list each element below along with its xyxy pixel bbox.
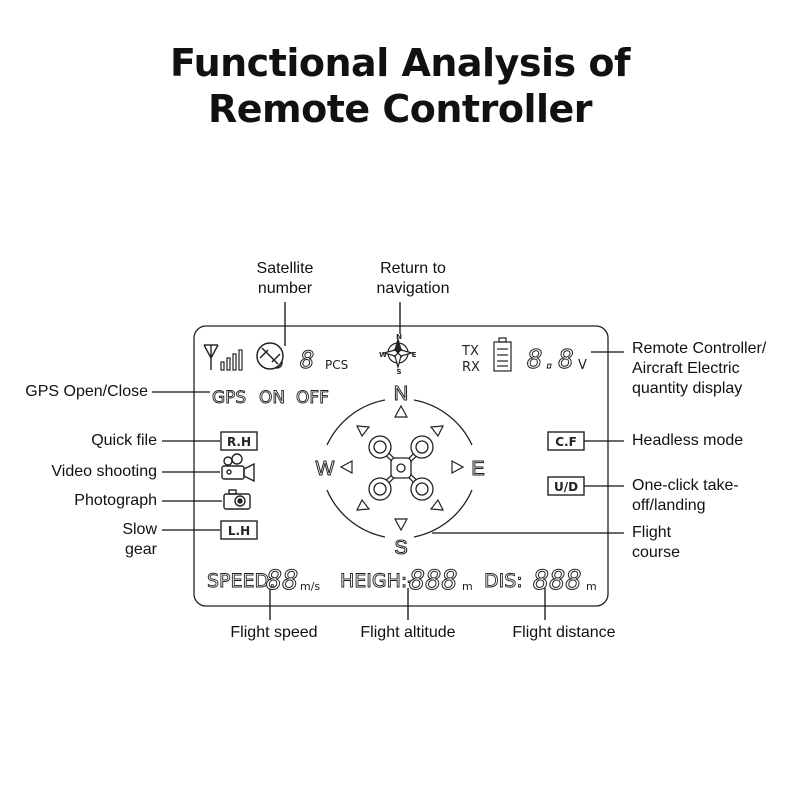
gps-label: GPS [212,388,246,408]
drone-icon [368,435,434,501]
callout-line: Slow [122,521,157,538]
satellite-number-callout: Satellite number [235,259,335,299]
return-navigation-callout: Return to navigation [353,259,473,299]
rh-label: R.H [227,435,251,449]
callout-line: quantity display [632,380,743,397]
callout-line: Return to [380,260,446,277]
speed-digits: 88 [266,565,299,596]
signal-bars-icon [220,349,243,371]
direction-arrow-icon [355,425,371,438]
leader-lines [152,302,624,620]
direction-arrow-icon [429,498,445,511]
callout-line: off/landing [632,497,706,514]
gps-on-label: ON [259,388,285,408]
direction-arrow-icon [393,518,409,532]
quick-file-callout: Quick file [91,432,157,449]
flight-course-callout: Flight course [632,523,680,563]
heigh-unit: m [462,580,473,593]
lh-label: L.H [228,524,250,538]
slow-gear-callout: Slow gear [122,520,157,560]
cf-label: C.F [555,435,577,449]
video-camera-icon [221,453,255,483]
direction-arrow-icon [429,425,445,438]
callout-line: Satellite [256,260,314,277]
direction-arrow-icon [393,404,409,418]
voltage-digits: 8.8 [527,345,574,375]
battery-display-callout: Remote Controller/ Aircraft Electric qua… [632,339,766,399]
lcd-screen [193,325,609,607]
direction-arrow-icon [339,459,353,475]
tx-label: TX [461,344,479,359]
callout-line: gear [124,541,157,558]
voltage-unit: V [578,358,587,373]
flight-course-ring [326,399,473,538]
course-north-label: N [394,383,408,405]
flight-speed-callout: Flight speed [230,624,318,641]
speed-unit: m/s [300,580,320,593]
rx-label: RX [462,360,480,375]
one-click-callout: One-click take- off/landing [632,476,739,516]
title-line-1: Functional Analysis of [170,41,630,85]
antenna-icon [203,344,219,370]
battery-icon [493,337,512,372]
compass-e-label: E [412,351,417,359]
satellite-icon [256,342,284,370]
gps-open-close-callout: GPS Open/Close [25,383,148,400]
ud-box [547,476,585,496]
callout-line: Flight [632,524,672,541]
lh-box [220,520,258,540]
speed-label: SPEED: [207,570,276,592]
callout-line: course [632,544,681,561]
video-shooting-callout: Video shooting [51,463,157,480]
flight-distance-callout: Flight distance [512,624,616,641]
flight-altitude-callout: Flight altitude [360,624,456,641]
ud-label: U/D [554,480,578,494]
direction-arrow-icon [451,459,465,475]
cf-box [547,431,585,451]
title-line-2: Remote Controller [207,87,593,131]
callout-line: navigation [376,280,450,297]
callout-line: number [257,280,313,297]
course-west-label: W [316,458,335,480]
course-south-label: S [394,537,407,559]
direction-arrow-icon [355,498,371,511]
photograph-callout: Photograph [74,492,157,509]
callout-line: One-click take- [632,477,739,494]
callout-line: Aircraft Electric [632,360,740,377]
compass-icon [381,336,415,370]
heigh-digits: 888 [409,565,458,596]
rh-box [220,431,258,451]
dis-digits: 888 [533,565,582,596]
compass-n-label: N [396,333,402,341]
dis-unit: m [586,580,597,593]
compass-w-label: W [379,351,387,359]
satellite-digit: 8 [300,346,314,374]
course-east-label: E [471,458,484,480]
gps-off-label: OFF [296,388,329,408]
headless-mode-callout: Headless mode [632,432,744,449]
callout-line: Remote Controller/ [632,340,767,357]
pcs-label: PCS [325,358,348,372]
heigh-label: HEIGH:- [340,570,414,592]
compass-s-label: S [396,368,401,376]
page-title: Functional Analysis of Remote Controller [0,40,800,132]
dis-label: DIS: [484,570,523,592]
photo-camera-icon [223,489,251,510]
